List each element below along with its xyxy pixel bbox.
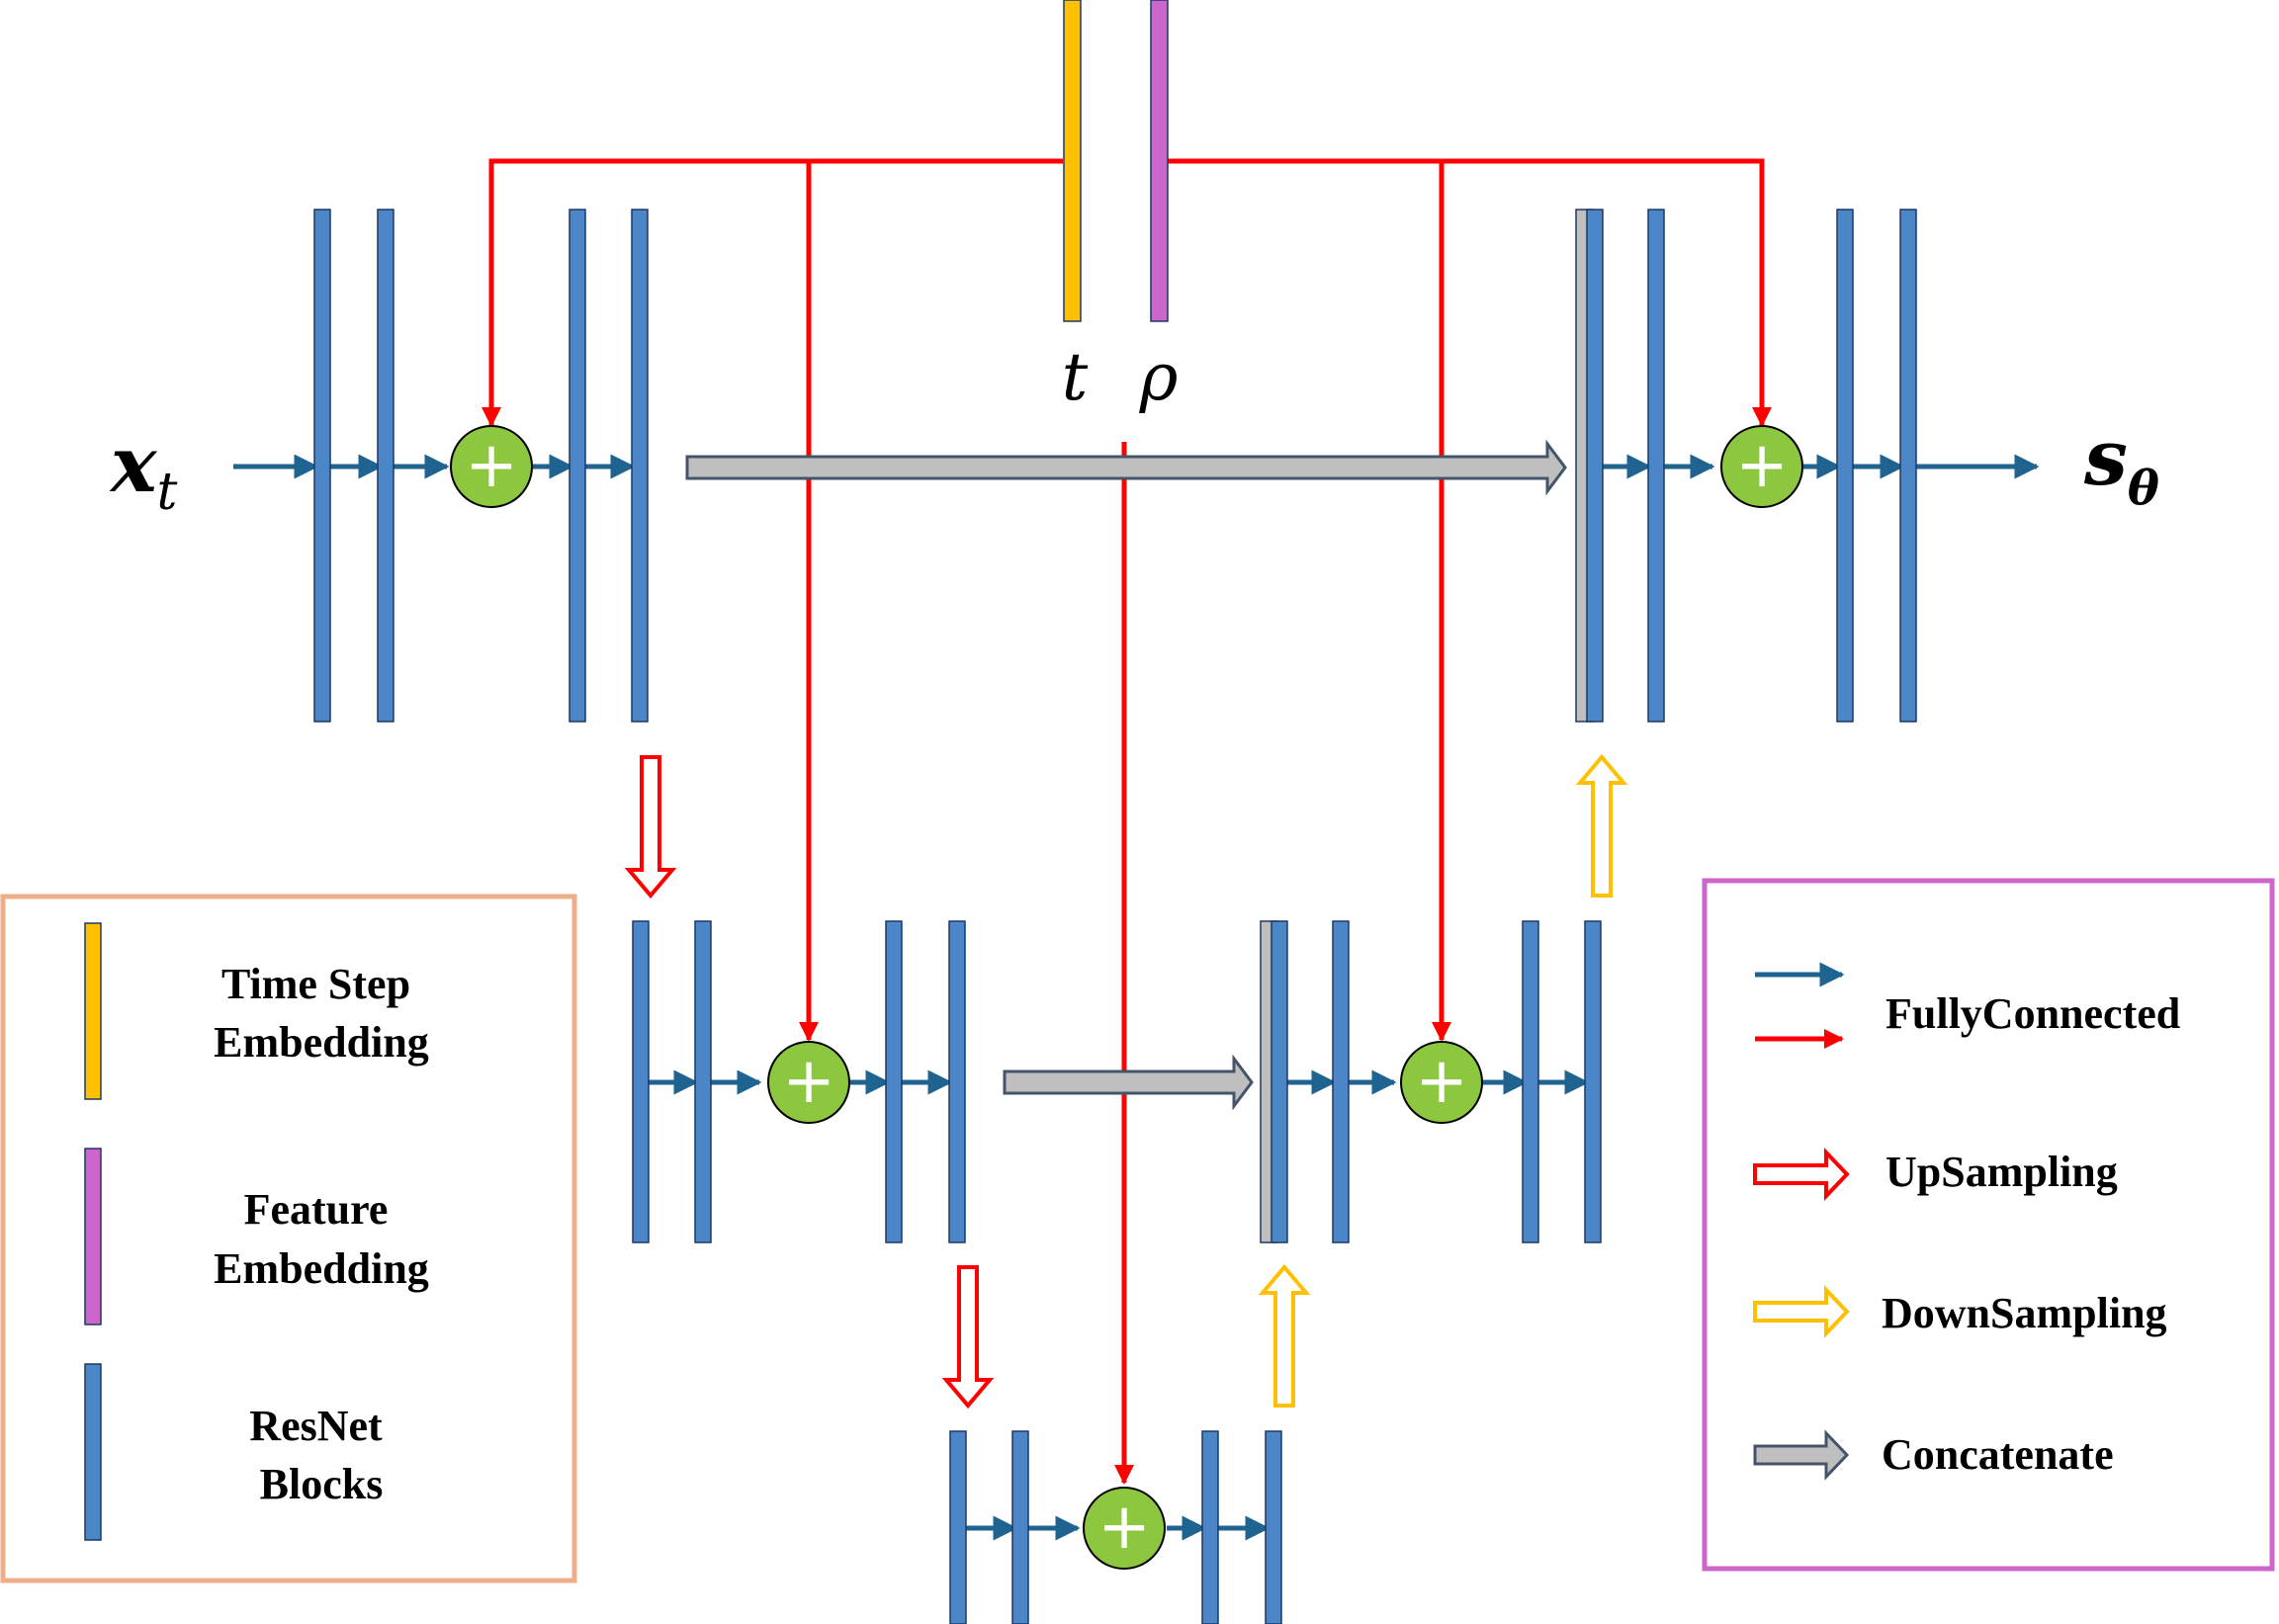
concatenate-arrow-level1 bbox=[685, 439, 1567, 496]
input-xt-label: xt bbox=[109, 420, 178, 522]
legend-resnet-swatch bbox=[84, 1363, 102, 1541]
feature-embedding-to-level1-decoder-add bbox=[1167, 158, 1772, 427]
legend-left-frame bbox=[0, 894, 577, 1583]
add-circle bbox=[1400, 1041, 1483, 1124]
bottleneck-add-node: + bbox=[1083, 1487, 1166, 1570]
add-nodes: + + + + + bbox=[450, 425, 1803, 1570]
l3-block-3 bbox=[1201, 1430, 1219, 1624]
legend-right-frame bbox=[1702, 878, 2275, 1572]
legend-fully-connected-label: FullyConnected bbox=[1885, 989, 2180, 1038]
sampling-arrows bbox=[624, 753, 1628, 1410]
legend-resnet-label: ResNet Blocks bbox=[249, 1402, 393, 1508]
l2-dec-block-2 bbox=[1332, 920, 1350, 1243]
l1-enc-block-2 bbox=[377, 209, 394, 723]
l1-encoder-add-node: + bbox=[450, 425, 533, 508]
output-s-theta-label: sθ bbox=[2083, 413, 2159, 516]
plus-icon: + bbox=[465, 429, 518, 502]
legend-operations: FullyConnected UpSampling DownSampling C… bbox=[1702, 878, 2275, 1572]
l2-encoder-add-node: + bbox=[767, 1041, 850, 1124]
l2-enc-block-2 bbox=[694, 920, 712, 1243]
legend-time-embedding-swatch bbox=[84, 922, 102, 1100]
l1-dec-block-4 bbox=[1899, 209, 1917, 723]
l1-dec-block-2 bbox=[1647, 209, 1665, 723]
l2-dec-block-3 bbox=[1522, 920, 1539, 1243]
l2-decoder-add-node: + bbox=[1400, 1041, 1483, 1124]
l2-dec-block-4 bbox=[1584, 920, 1602, 1243]
l2-enc-block-4 bbox=[948, 920, 966, 1243]
downsampling-arrow-level3-to-level2 bbox=[1258, 1263, 1311, 1408]
add-circle bbox=[450, 425, 533, 508]
legend-upsampling-arrow bbox=[1753, 1148, 1850, 1201]
legend-concatenate-arrow bbox=[1753, 1429, 1850, 1481]
upsampling-arrow-level2-to-level3 bbox=[941, 1265, 995, 1410]
plus-icon: + bbox=[1097, 1491, 1151, 1564]
plus-icon: + bbox=[1735, 429, 1789, 502]
legend-feature-embedding-swatch bbox=[84, 1148, 102, 1325]
fully-connected-arrows bbox=[233, 454, 2040, 1541]
l3-block-2 bbox=[1011, 1430, 1029, 1624]
legend-downsampling-arrow bbox=[1753, 1285, 1850, 1338]
legend-time-embedding-label: Time Step Embedding bbox=[214, 960, 429, 1067]
l1-enc-block-4 bbox=[631, 209, 649, 723]
legend-embeddings: Time Step Embedding Feature Embedding Re… bbox=[0, 894, 577, 1583]
l1-dec-block-1 bbox=[1586, 209, 1604, 723]
l1-decoder-add-node: + bbox=[1720, 425, 1803, 508]
add-circle bbox=[767, 1041, 850, 1124]
upsampling-arrow-level1-to-level2 bbox=[624, 755, 677, 899]
add-circle bbox=[1083, 1487, 1166, 1570]
l1-enc-block-1 bbox=[313, 209, 331, 723]
legend-downsampling-label: DownSampling bbox=[1882, 1289, 2167, 1337]
l2-enc-block-1 bbox=[632, 920, 650, 1243]
legend-upsampling-label: UpSampling bbox=[1885, 1148, 2118, 1196]
time-symbol: t bbox=[1062, 339, 1089, 415]
feature-symbol: ρ bbox=[1139, 339, 1179, 415]
plus-icon: + bbox=[1415, 1045, 1468, 1118]
feature-embedding-bar bbox=[1150, 0, 1169, 322]
l2-enc-block-3 bbox=[885, 920, 903, 1243]
skip-connections bbox=[685, 439, 1567, 1111]
l2-dec-block-1 bbox=[1271, 920, 1288, 1243]
time-step-embedding-bar bbox=[1063, 0, 1082, 322]
downsampling-arrow-level2-to-level1 bbox=[1575, 753, 1628, 897]
concatenate-arrow-level2 bbox=[1003, 1054, 1254, 1111]
legend-concatenate-label: Concatenate bbox=[1882, 1430, 2114, 1479]
plus-icon: + bbox=[782, 1045, 835, 1118]
l3-block-4 bbox=[1265, 1430, 1282, 1624]
legend-feature-embedding-label: Feature Embedding bbox=[214, 1185, 429, 1293]
resnet-blocks bbox=[313, 209, 1917, 1624]
add-circle bbox=[1720, 425, 1803, 508]
l3-block-1 bbox=[949, 1430, 967, 1624]
l1-enc-block-3 bbox=[569, 209, 586, 723]
time-embedding-to-level1-encoder-add bbox=[482, 158, 1063, 427]
l1-dec-block-3 bbox=[1836, 209, 1854, 723]
embedding-connections bbox=[482, 158, 1772, 1485]
